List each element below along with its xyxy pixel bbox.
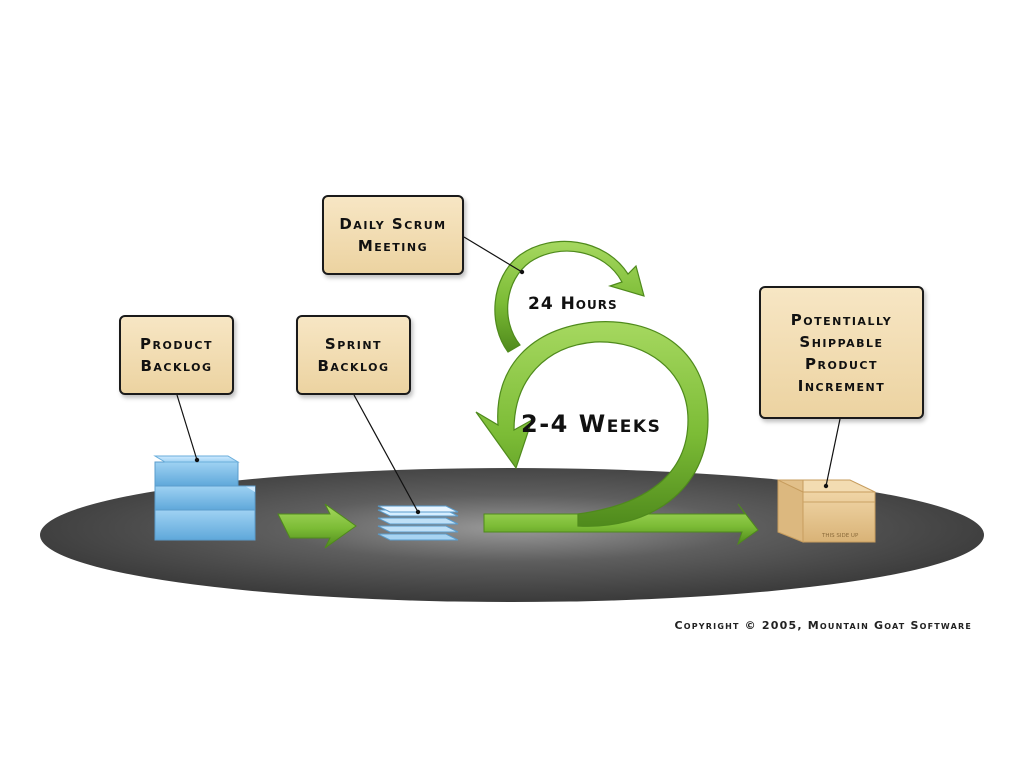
sprint-cycle-duration-text: 2-4 Weeks: [521, 410, 662, 438]
daily-scrum-line-1: Daily Scrum: [339, 215, 447, 233]
product-backlog-blocks-icon: [153, 455, 256, 541]
daily-scrum-meeting-label: Daily Scrum Meeting: [322, 195, 464, 275]
flow-arrow-1: [277, 503, 357, 549]
potentially-shippable-increment-label: Potentially Shippable Product Increment: [759, 286, 924, 419]
sprint-cycle-arrow-icon: [475, 321, 759, 546]
daily-scrum-line-2: Meeting: [357, 237, 429, 255]
shipping-box-icon: THIS SIDE UP: [777, 479, 876, 543]
shippable-line-4: Increment: [797, 376, 886, 395]
leader-line-sprint-backlog: [353, 394, 419, 513]
leader-dot-shippable: [823, 483, 829, 489]
sprint-backlog-line-1: Sprint: [324, 335, 383, 353]
copyright-notice: Copyright © 2005, Mountain Goat Software: [674, 619, 972, 632]
leader-line-daily-scrum: [463, 236, 523, 273]
leader-line-product-backlog: [176, 394, 198, 461]
shippable-line-3: Product: [805, 354, 878, 373]
leader-dot-product-backlog: [194, 457, 200, 463]
leader-dot-daily-scrum: [519, 269, 525, 275]
product-backlog-label: Product Backlog: [119, 315, 234, 395]
platform-ellipse: [40, 468, 984, 602]
sprint-backlog-papers-icon: [377, 505, 459, 541]
box-stamp-text: THIS SIDE UP: [821, 533, 859, 539]
leader-line-shippable: [825, 418, 841, 487]
sprint-backlog-line-2: Backlog: [317, 357, 390, 375]
leader-dot-sprint-backlog: [415, 509, 421, 515]
daily-cycle-duration-text: 24 Hours: [528, 294, 618, 314]
shippable-line-2: Shippable: [799, 332, 884, 351]
product-backlog-line-1: Product: [140, 335, 213, 353]
sprint-backlog-label: Sprint Backlog: [296, 315, 411, 395]
shippable-line-1: Potentially: [790, 310, 893, 329]
daily-cycle-arrow-icon: [494, 240, 645, 353]
product-backlog-line-2: Backlog: [140, 357, 213, 375]
